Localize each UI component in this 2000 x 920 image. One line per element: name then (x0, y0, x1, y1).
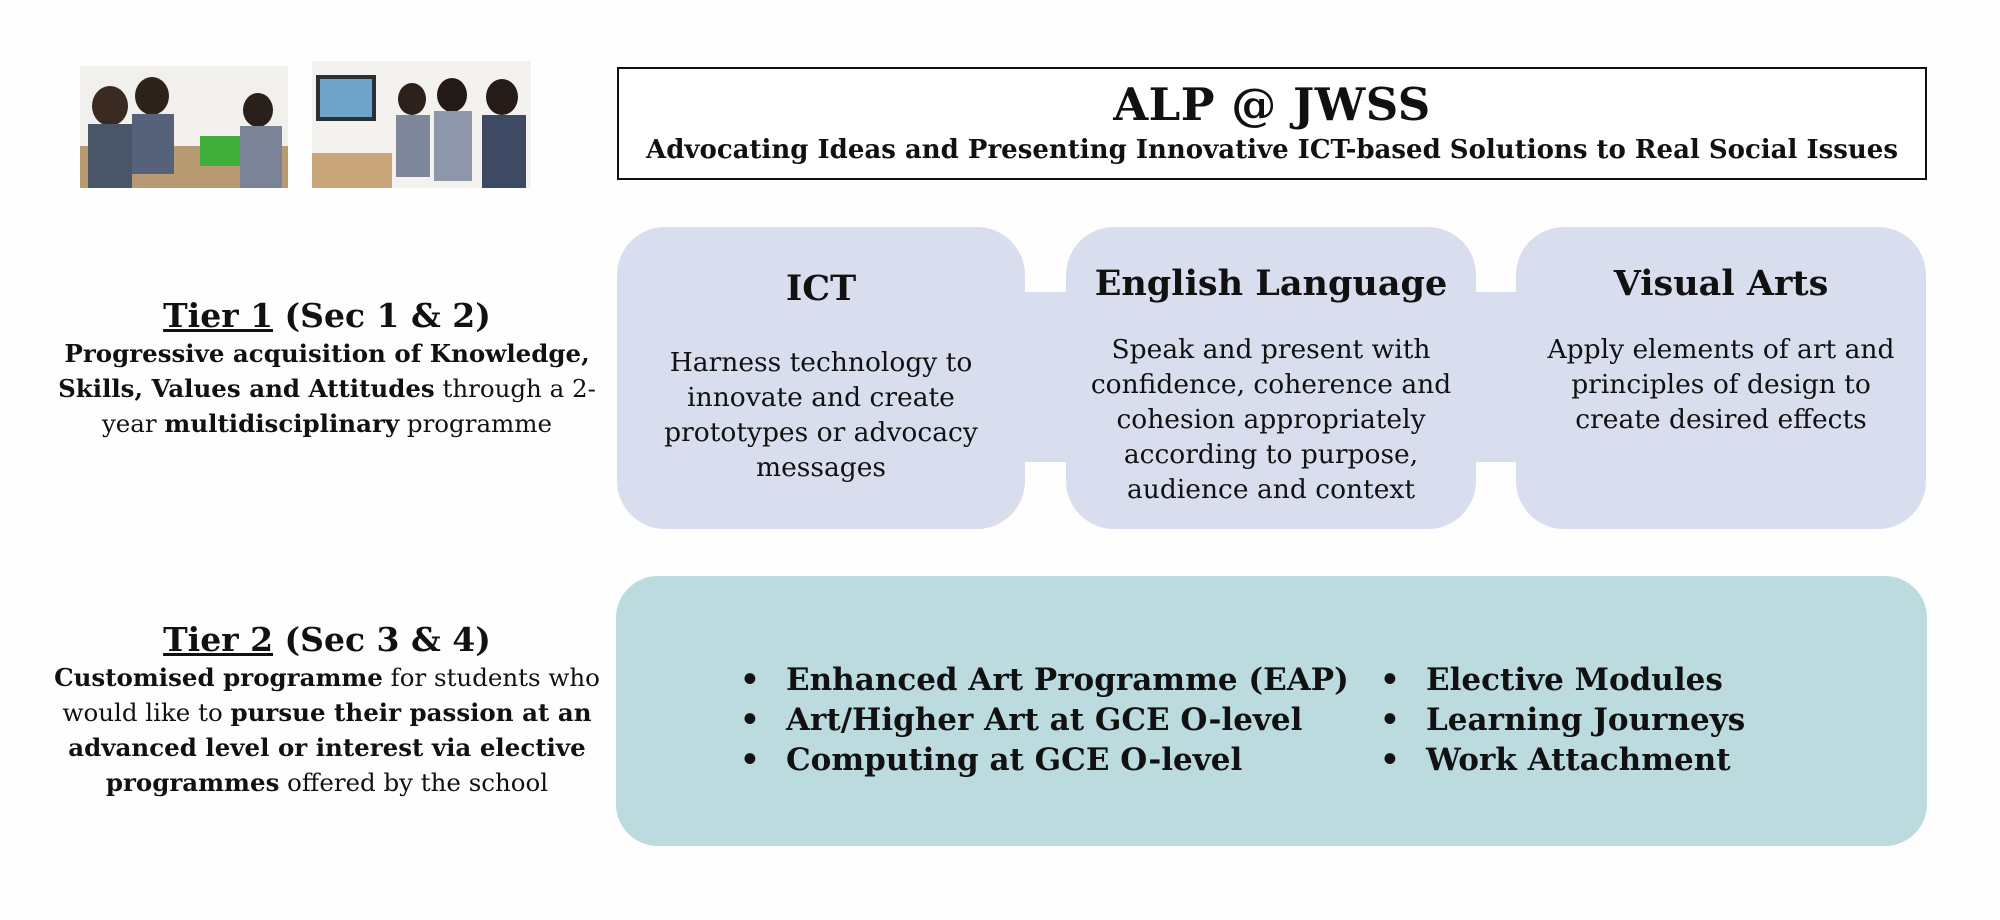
tier1-desc-part: multidisciplinary (164, 409, 400, 438)
tier2-desc-part: offered by the school (279, 768, 549, 797)
english-card-body: Speak and present with confidence, coher… (1090, 334, 1452, 505)
tier2-desc-part: for students who would like to (62, 663, 600, 727)
page-title: ALP @ JWSS (1113, 78, 1431, 131)
english-card-title: English Language (1094, 263, 1448, 304)
bullet-icon: • (1380, 662, 1400, 698)
ict-card-body: Harness technology to innovate and creat… (664, 347, 978, 483)
list-item: • Work Attachment (1380, 740, 1745, 780)
tier2-heading-name: Tier 2 (163, 620, 274, 659)
tier1-desc-part: programme (399, 409, 553, 438)
programme-list-left: • Enhanced Art Programme (EAP) • Art/Highe… (740, 660, 1349, 780)
bullet-icon: • (740, 662, 760, 698)
tier1-heading: Tier 1 (Sec 1 & 2) (40, 296, 614, 336)
programme-label: Learning Journeys (1426, 702, 1746, 738)
students-at-computer-photo (312, 61, 531, 188)
tier2-desc-part: Customised programme (54, 663, 383, 692)
title-box: ALP @ JWSS Advocating Ideas and Presenti… (617, 67, 1927, 180)
tier1-desc-part: through a 2-year (101, 374, 596, 438)
tier2-heading-range: (Sec 3 & 4) (273, 620, 491, 659)
visual-arts-card: Visual Arts Apply elements of art and pr… (1516, 227, 1926, 529)
students-with-laptop-photo (80, 66, 288, 188)
bullet-icon: • (740, 702, 760, 738)
tier2-heading: Tier 2 (Sec 3 & 4) (40, 620, 614, 660)
tier1-label: Tier 1 (Sec 1 & 2) Progressive acquisiti… (40, 296, 614, 441)
tier1-heading-range: (Sec 1 & 2) (273, 296, 491, 335)
list-item: • Art/Higher Art at GCE O-level (740, 700, 1349, 740)
page-subtitle: Advocating Ideas and Presenting Innovati… (646, 135, 1898, 165)
tier2-label: Tier 2 (Sec 3 & 4) Customised programme … (40, 620, 614, 800)
bullet-icon: • (740, 742, 760, 778)
english-card: English Language Speak and present with … (1066, 227, 1476, 529)
programme-label: Computing at GCE O-level (786, 742, 1243, 778)
programme-list-right: • Elective Modules • Learning Journeys • Wo… (1380, 660, 1745, 780)
ict-card: ICT Harness technology to innovate and c… (617, 227, 1025, 529)
list-item: • Elective Modules (1380, 660, 1745, 700)
tier1-heading-name: Tier 1 (163, 296, 274, 335)
bullet-icon: • (1380, 742, 1400, 778)
list-item: • Learning Journeys (1380, 700, 1745, 740)
list-item: • Computing at GCE O-level (740, 740, 1349, 780)
tier1-desc-part: Progressive acquisition of Knowledge, Sk… (58, 339, 590, 403)
programme-label: Work Attachment (1426, 742, 1731, 778)
tier2-programmes-box: • Enhanced Art Programme (EAP) • Art/Highe… (616, 576, 1927, 846)
ict-card-title: ICT (785, 268, 857, 309)
programme-label: Enhanced Art Programme (EAP) (786, 662, 1349, 698)
tier1-description: Progressive acquisition of Knowledge, Sk… (40, 336, 614, 441)
bullet-icon: • (1380, 702, 1400, 738)
visual-arts-card-body: Apply elements of art and principles of … (1547, 334, 1895, 435)
tier2-description: Customised programme for students who wo… (40, 660, 614, 800)
list-item: • Enhanced Art Programme (EAP) (740, 660, 1349, 700)
visual-arts-card-title: Visual Arts (1613, 263, 1829, 304)
programme-label: Elective Modules (1426, 662, 1723, 698)
programme-label: Art/Higher Art at GCE O-level (786, 702, 1303, 738)
tier2-desc-part: pursue their passion at an advanced leve… (68, 698, 592, 797)
